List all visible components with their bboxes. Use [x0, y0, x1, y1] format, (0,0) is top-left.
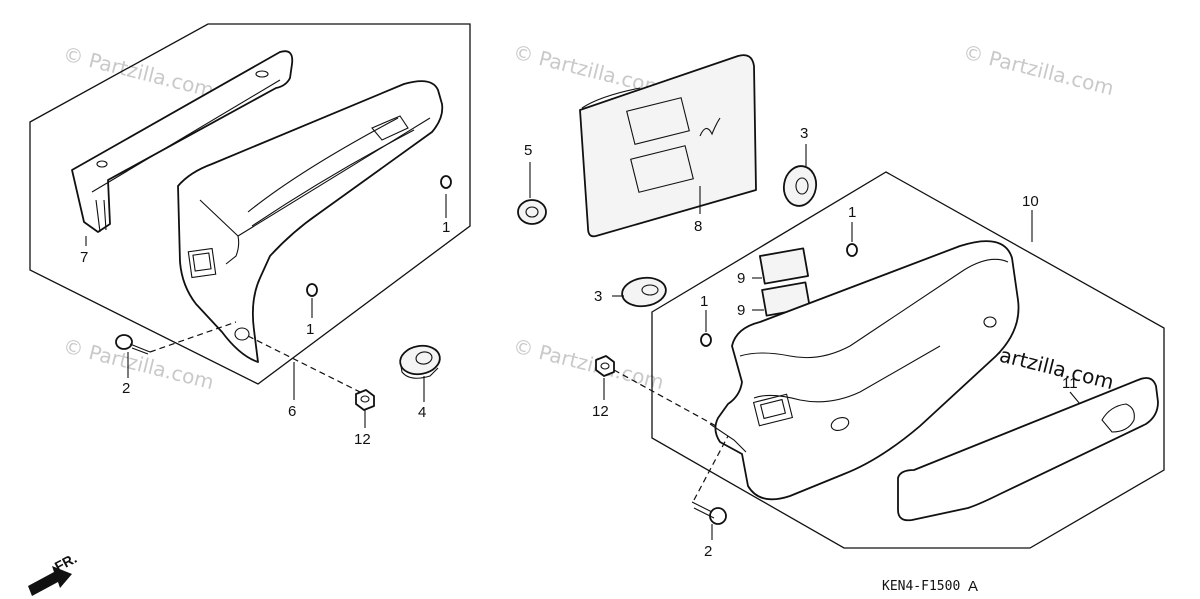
callout-12: 12 — [354, 431, 371, 448]
callout-1: 1 — [306, 321, 314, 338]
watermark: © Partzilla.com — [61, 42, 217, 103]
watermark: © Partzilla.com — [61, 334, 217, 395]
part-12-nut — [595, 355, 615, 377]
callout-10: 10 — [1022, 193, 1039, 210]
left-assembly-frame — [29, 23, 471, 385]
part-1-washer — [306, 283, 318, 297]
part-10-right-side-cover — [709, 240, 1020, 501]
callout-6: 6 — [288, 403, 296, 420]
callout-1: 1 — [848, 204, 856, 221]
callout-9: 9 — [737, 302, 745, 319]
part-3-grommet — [621, 276, 667, 308]
part-11-strip — [897, 377, 1159, 522]
part-code-suffix: A — [968, 578, 978, 595]
part-1-washer — [440, 175, 452, 189]
part-4-grommet — [399, 344, 441, 379]
callout-7: 7 — [80, 249, 88, 266]
part-3-grommet — [782, 165, 818, 207]
part-6-left-side-cover — [177, 80, 444, 363]
callout-2: 2 — [704, 543, 712, 560]
front-direction-arrow: FR. — [28, 550, 79, 596]
callout-12: 12 — [592, 403, 609, 420]
part-9-pad — [759, 247, 809, 285]
callout-1: 1 — [700, 293, 708, 310]
part-12-nut — [355, 389, 375, 411]
part-2-screw — [115, 334, 151, 355]
part-1-washer — [700, 333, 712, 347]
callout-11: 11 — [1062, 375, 1078, 392]
callout-2: 2 — [122, 380, 130, 397]
callout-5: 5 — [524, 142, 532, 159]
callout-3: 3 — [594, 288, 602, 305]
callout-1: 1 — [442, 219, 450, 236]
part-1-washer — [846, 243, 858, 257]
right-assembly-frame — [651, 171, 1165, 549]
callout-4: 4 — [418, 404, 426, 421]
watermark: © Partzilla.com — [961, 40, 1117, 101]
callout-8: 8 — [694, 218, 702, 235]
part-2-screw — [691, 501, 727, 525]
part-5-grommet — [517, 199, 547, 225]
watermark: © Partzilla.com — [511, 334, 667, 395]
part-7-strap — [71, 50, 294, 233]
callout-9: 9 — [737, 270, 745, 287]
part-8-label-sheet — [579, 54, 757, 238]
callout-3: 3 — [800, 125, 808, 142]
part-code: KEN4-F1500 — [882, 579, 960, 594]
